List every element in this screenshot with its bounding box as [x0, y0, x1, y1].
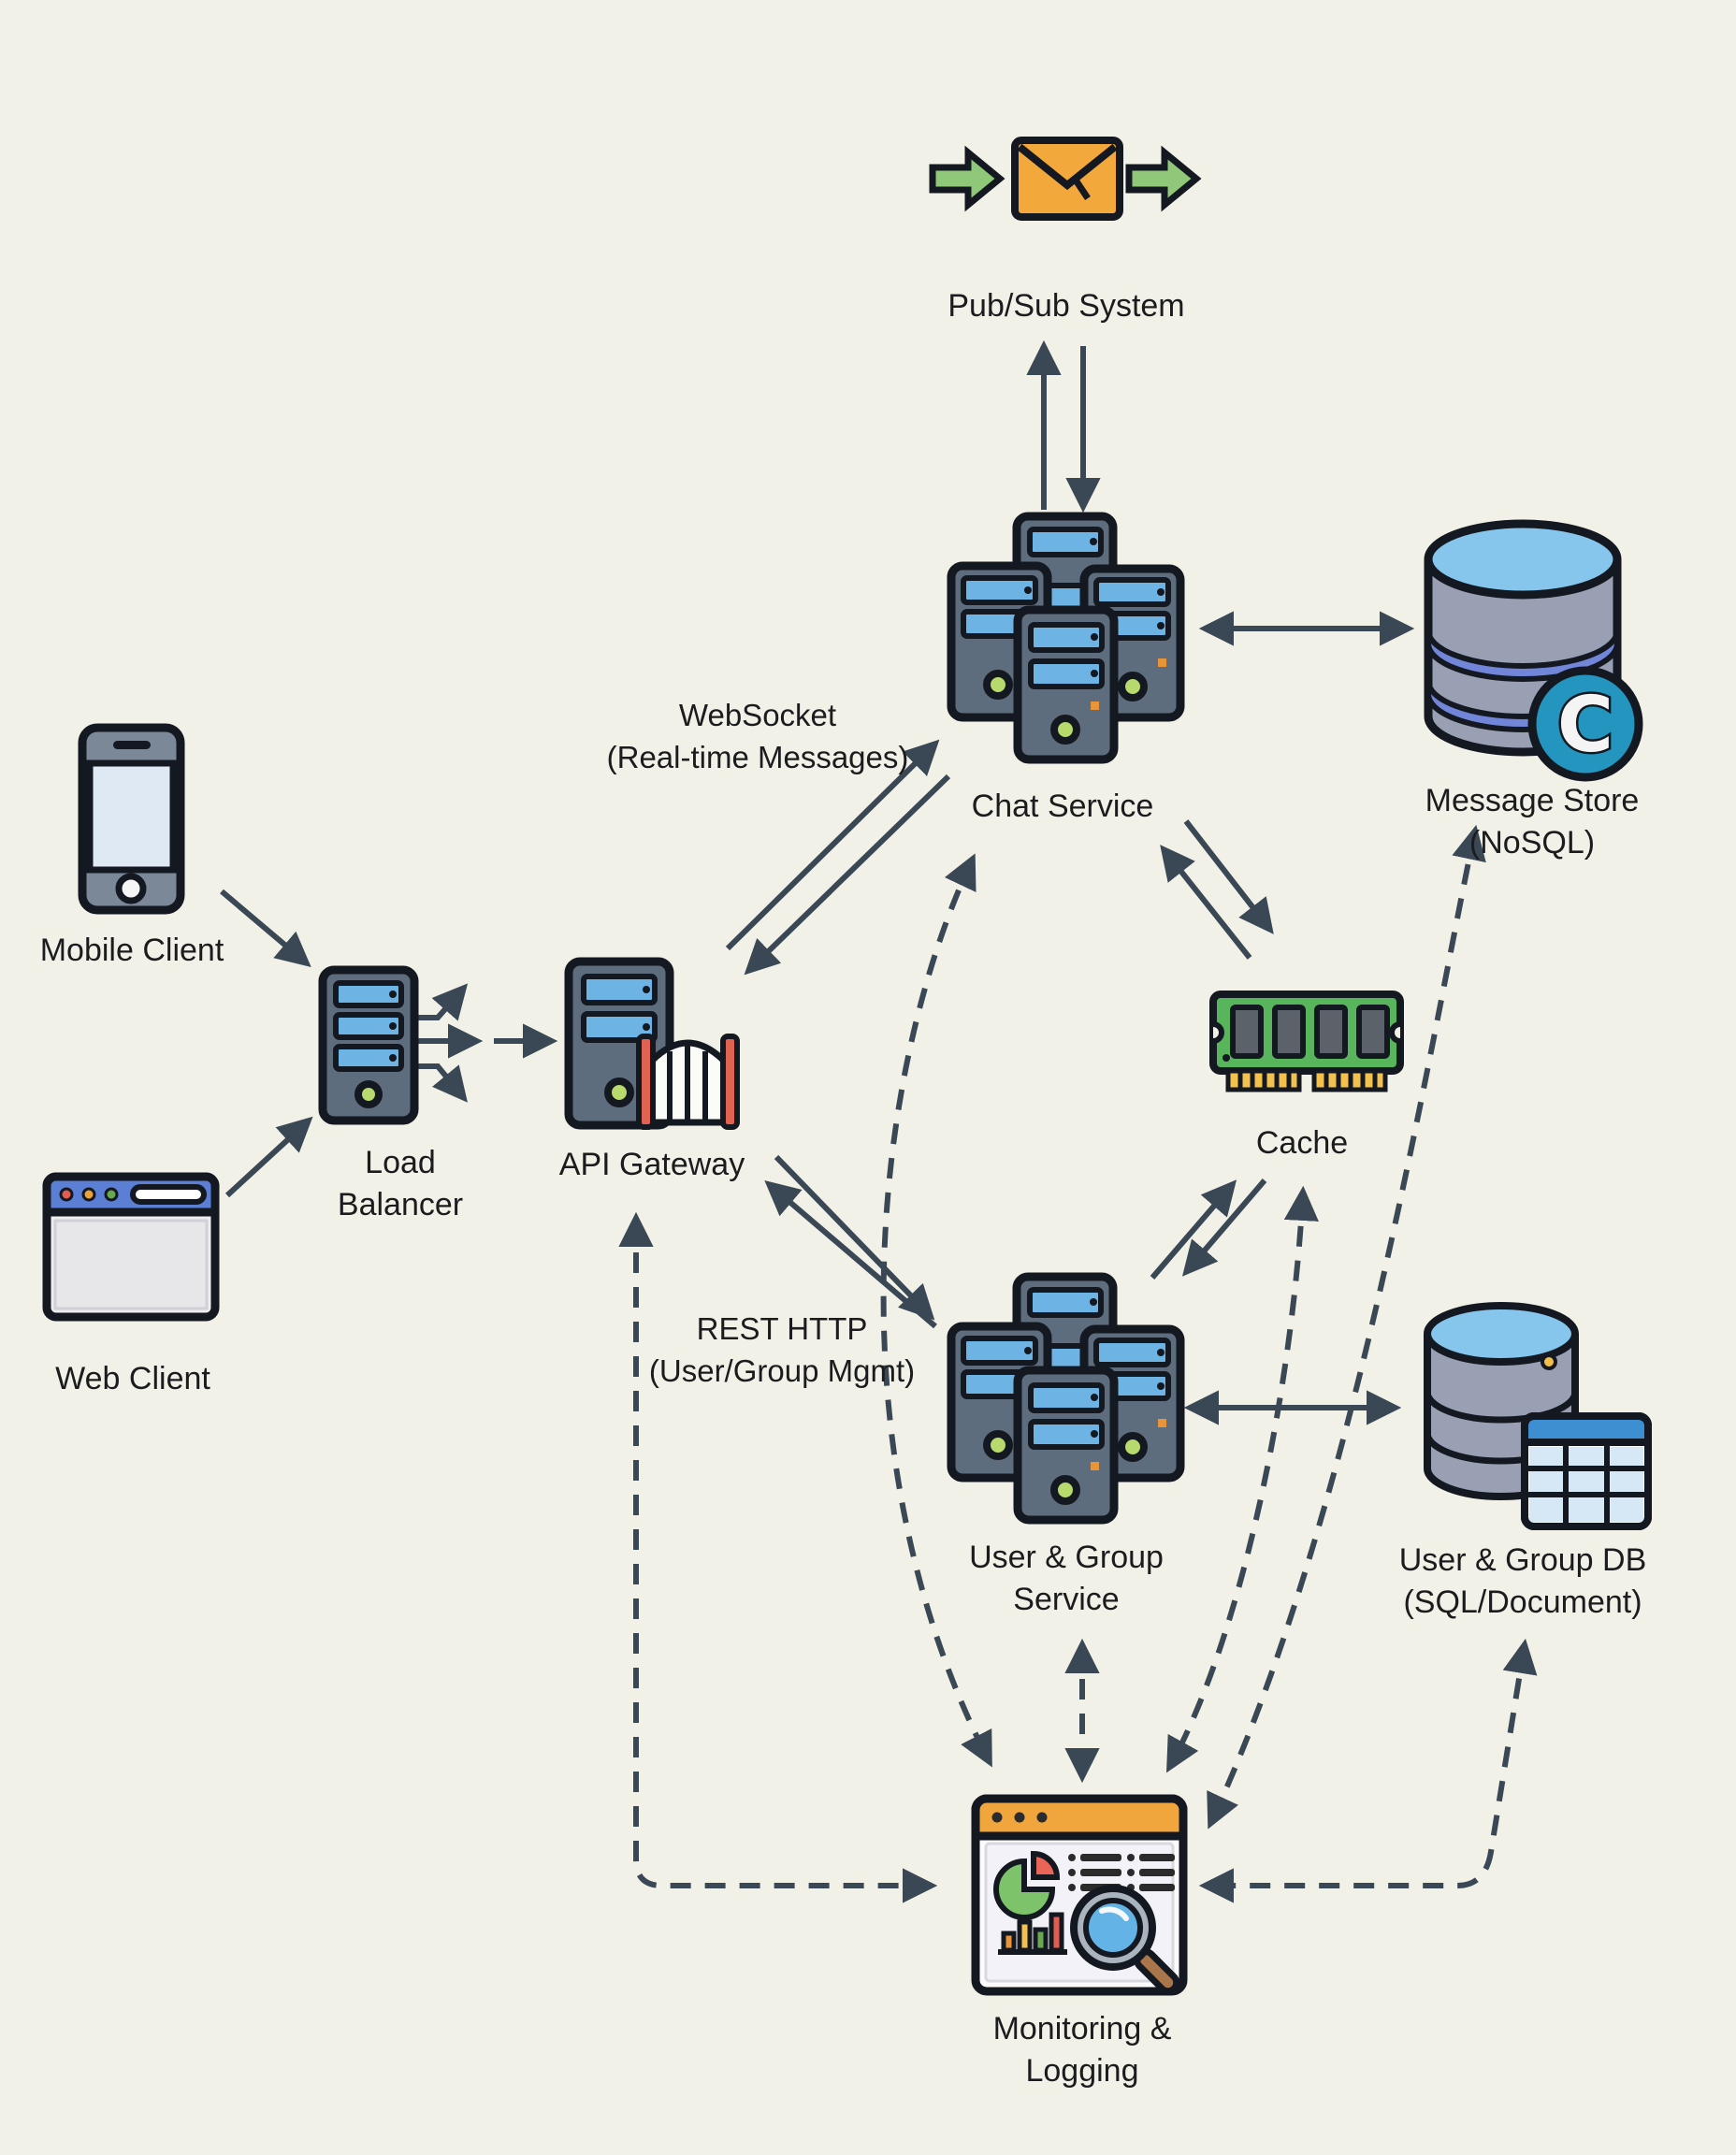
- api-gateway-label: API Gateway: [558, 1147, 745, 1182]
- magnifier-icon: [1070, 1885, 1180, 1995]
- c-badge-icon: [1527, 666, 1643, 782]
- chat-service-label: Chat Service: [971, 788, 1154, 824]
- user-group-db-icon: [1424, 1302, 1652, 1530]
- chat-service-icon: [951, 516, 1180, 759]
- monitoring-icon: [971, 1794, 1188, 1996]
- message-store-label: Message Store (NoSQL): [1425, 783, 1640, 861]
- gate-icon: [636, 1034, 740, 1130]
- rest-edge-label: REST HTTP (User/Group Mgmt): [648, 1311, 916, 1388]
- edge-web-to-load-balancer: [224, 1116, 313, 1198]
- edge-user-group-service-to-api-gateway-rest: [764, 1179, 937, 1329]
- mobile-client-label: Mobile Client: [39, 933, 224, 968]
- cache-label: Cache: [1255, 1125, 1349, 1161]
- cache-icon: [1209, 991, 1404, 1092]
- table-icon: [1521, 1412, 1652, 1530]
- edge-monitoring-api-gateway: [618, 1211, 938, 1903]
- user-group-service-icon: [951, 1277, 1180, 1520]
- web-client-icon: [42, 1172, 220, 1322]
- pubsub-icon: [929, 137, 1202, 221]
- edge-chat-to-cache: [1183, 819, 1274, 934]
- load-balancer-fanout-arrows: [417, 983, 484, 1103]
- mobile-client-icon: [78, 723, 185, 915]
- bar-chart-icon: [998, 1912, 1067, 1955]
- edge-api-gateway-to-user-group-service-rest: [774, 1154, 935, 1321]
- load-balancer-label: Load Balancer: [337, 1145, 464, 1222]
- edge-monitoring-user-group-db: [1198, 1638, 1538, 1903]
- edge-chat-to-api-gateway-websocket: [744, 774, 951, 976]
- arrow-in-icon: [929, 145, 1005, 212]
- pubsub-label: Pub/Sub System: [948, 288, 1185, 324]
- web-client-label: Web Client: [55, 1361, 210, 1396]
- pie-chart-icon: [993, 1850, 1061, 1920]
- edge-monitoring-cache: [1166, 1185, 1319, 1773]
- c-badge-letter: C: [1557, 681, 1613, 770]
- edge-mobile-to-load-balancer: [220, 889, 311, 968]
- load-balancer-icon: [318, 965, 419, 1125]
- api-gateway-icon: [564, 957, 740, 1130]
- edge-api-gateway-to-chat-websocket: [725, 739, 940, 951]
- message-store-icon: C: [1424, 519, 1643, 782]
- edge-cache-to-chat: [1160, 845, 1252, 960]
- monitoring-label: Monitoring & Logging: [992, 2011, 1172, 2089]
- arrow-out-icon: [1125, 145, 1202, 212]
- websocket-edge-label: WebSocket (Real-time Messages): [606, 698, 909, 774]
- user-group-service-label: User & Group Service: [969, 1540, 1164, 1617]
- user-group-db-label: User & Group DB (SQL/Document): [1398, 1542, 1647, 1620]
